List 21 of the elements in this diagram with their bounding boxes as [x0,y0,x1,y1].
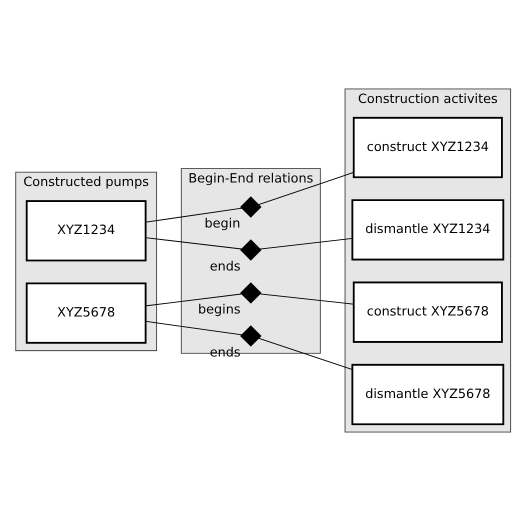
connector [258,172,354,205]
node-box: dismantle XYZ1234 [351,198,504,260]
node-diamond [240,238,262,260]
connector [145,207,242,222]
node-label: begin [204,216,240,231]
node-label: ends [210,258,241,274]
node-box: dismantle XYZ5678 [351,363,504,425]
connector [145,293,242,306]
connector [145,320,242,335]
connector [260,238,352,249]
node-diamond [240,196,262,218]
node-box: XYZ1234 [26,200,147,261]
connector [145,236,242,249]
node-box: construct XYZ1234 [352,116,503,178]
node-box: XYZ5678 [26,282,147,344]
connector [260,292,354,304]
node-diamond [240,324,262,346]
connector [258,337,352,370]
node-label: begins [198,302,240,317]
node-box: construct XYZ5678 [352,281,503,342]
node-diamond [240,282,262,304]
